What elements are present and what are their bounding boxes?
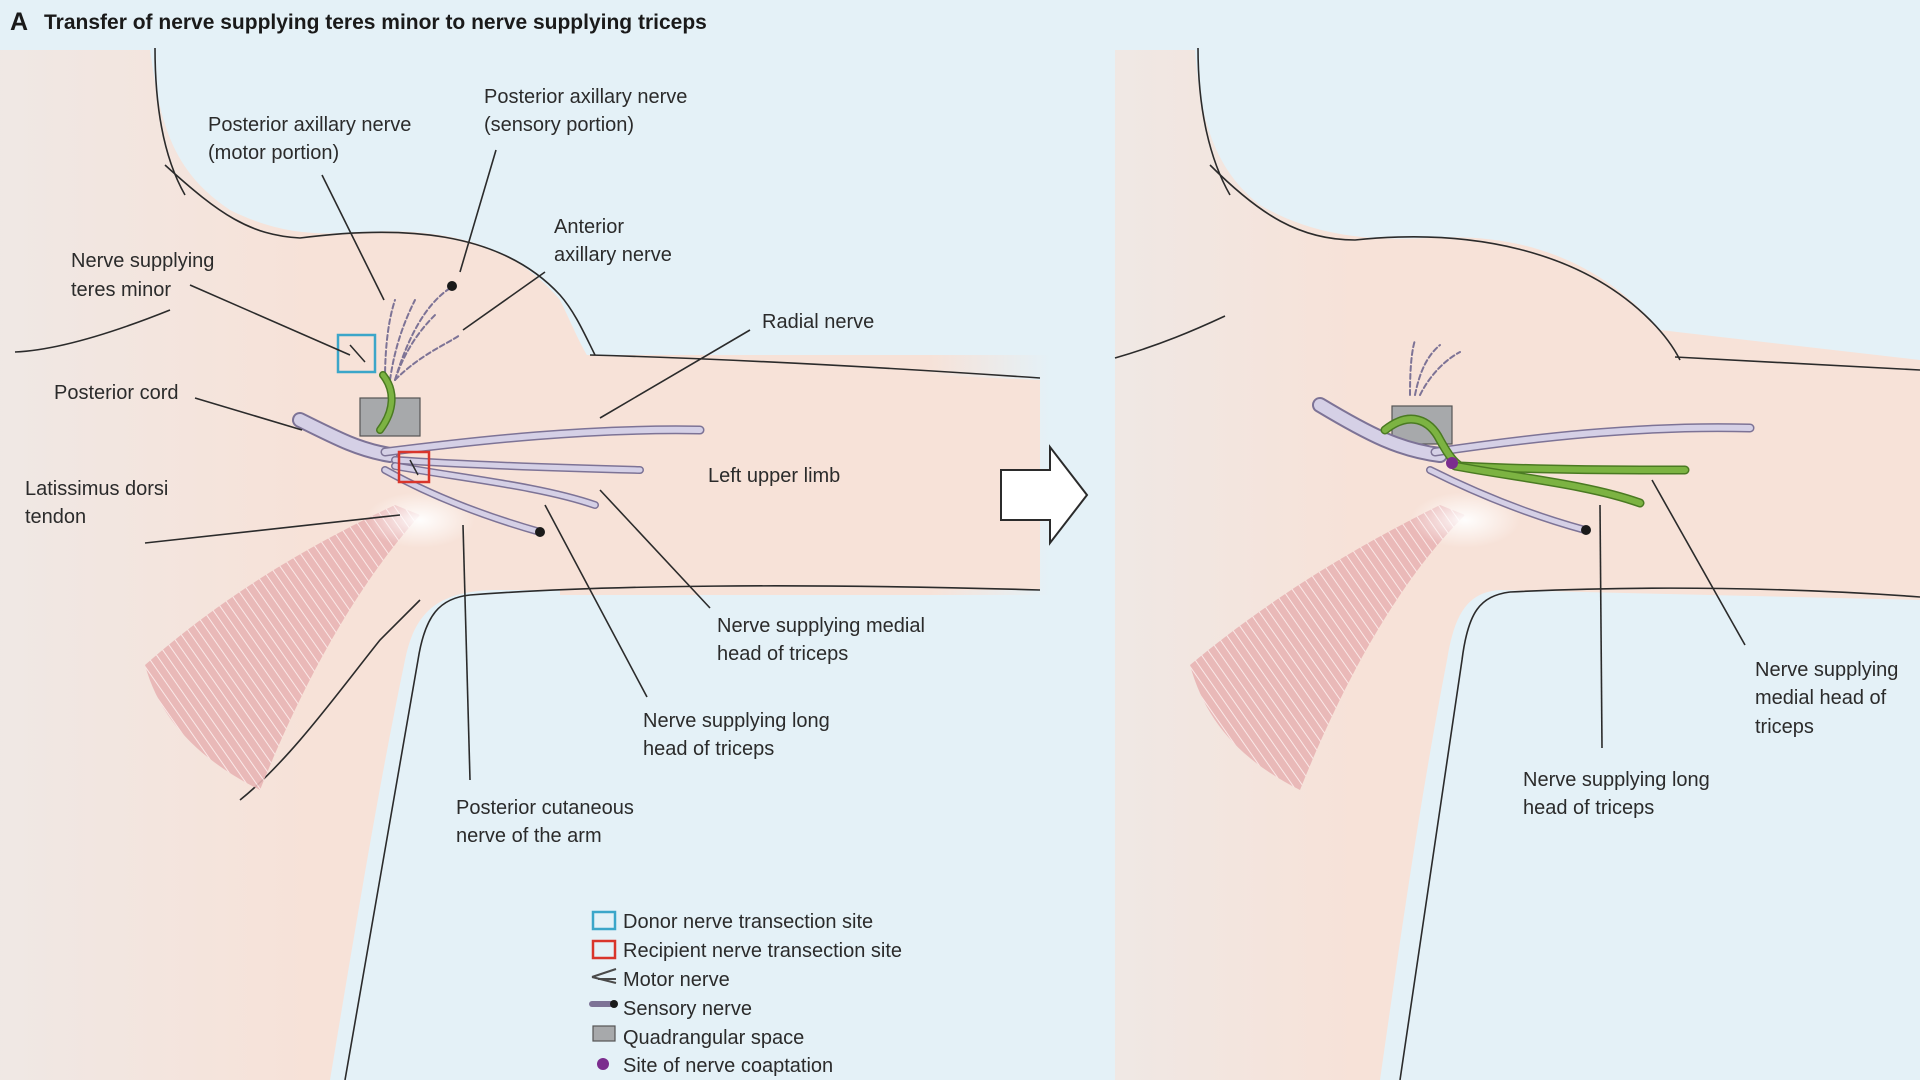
legend-label-quadrangular: Quadrangular space	[623, 1027, 804, 1049]
label-posterior-cord: Posterior cord	[54, 382, 179, 404]
grey-box-icon	[592, 1025, 616, 1042]
anterior-axillary-branch	[394, 334, 461, 381]
back-outline	[239, 599, 421, 801]
right-leader-lines	[1599, 479, 1746, 749]
right-neck-outline	[1197, 47, 1231, 196]
latissimus-muscle	[145, 505, 420, 790]
left-labels: Posterior axillary nerve(motor portion) …	[25, 86, 925, 847]
red-square-icon	[591, 939, 617, 960]
left-panel: Posterior axillary nerve(motor portion) …	[0, 47, 1050, 1080]
label-radial-nerve: Radial nerve	[762, 311, 874, 333]
legend: Donor nerve transection site Recipient n…	[589, 910, 902, 1077]
right-shoulder-outline	[1209, 164, 1681, 361]
arm-top-outline	[589, 354, 1041, 379]
label-posterior-axillary-motor: Posterior axillary nerve(motor portion)	[208, 114, 411, 164]
right-sensory-terminal-dot	[1581, 525, 1591, 535]
legend-label-motor: Motor nerve	[623, 969, 730, 991]
shoulder-outline	[164, 164, 596, 356]
right-axillary-branches	[1409, 339, 1461, 396]
axilla-outline	[344, 594, 471, 1080]
label-posterior-axillary-sensory: Posterior axillary nerve(sensory portion…	[484, 86, 687, 136]
figure-title: Transfer of nerve supplying teres minor …	[44, 11, 707, 34]
sensory-terminal-dot	[535, 527, 545, 537]
right-axilla-outline	[1399, 591, 1511, 1080]
right-tendon-glow	[1410, 492, 1520, 548]
transition-arrow-icon	[1000, 444, 1089, 546]
neck-outline	[154, 47, 186, 196]
recipient-transection-box	[397, 450, 431, 484]
arm-skin	[560, 355, 1050, 595]
donor-transection-box	[336, 333, 377, 374]
legend-label-coaptation: Site of nerve coaptation	[623, 1055, 833, 1077]
legend-label-recipient: Recipient nerve transection site	[623, 940, 902, 962]
left-leader-lines	[144, 149, 751, 781]
right-arm-top-outline	[1674, 356, 1920, 371]
right-chest-outline	[1114, 315, 1226, 359]
right-arm-bottom-outline	[1509, 587, 1920, 598]
legend-label-donor: Donor nerve transection site	[623, 911, 873, 933]
tendon-glow	[365, 492, 475, 548]
right-latissimus-muscle	[1190, 505, 1465, 790]
motor-nerve-icon	[591, 968, 617, 984]
shoulder-skin	[0, 50, 1040, 1080]
label-left-upper-limb: Left upper limb	[708, 465, 840, 487]
purple-dot-icon	[597, 1058, 609, 1070]
blue-square-icon	[591, 910, 617, 931]
legend-label-sensory: Sensory nerve	[623, 998, 752, 1020]
right-shoulder-skin	[1115, 50, 1920, 1080]
sensory-branch-dot	[447, 281, 457, 291]
panel-letter: A	[10, 8, 28, 36]
coaptation-site-dot	[1446, 457, 1458, 469]
chest-outline	[14, 309, 171, 353]
transection-marks	[349, 344, 419, 476]
sensory-branch	[394, 286, 453, 381]
arm-bottom-outline	[469, 585, 1041, 596]
